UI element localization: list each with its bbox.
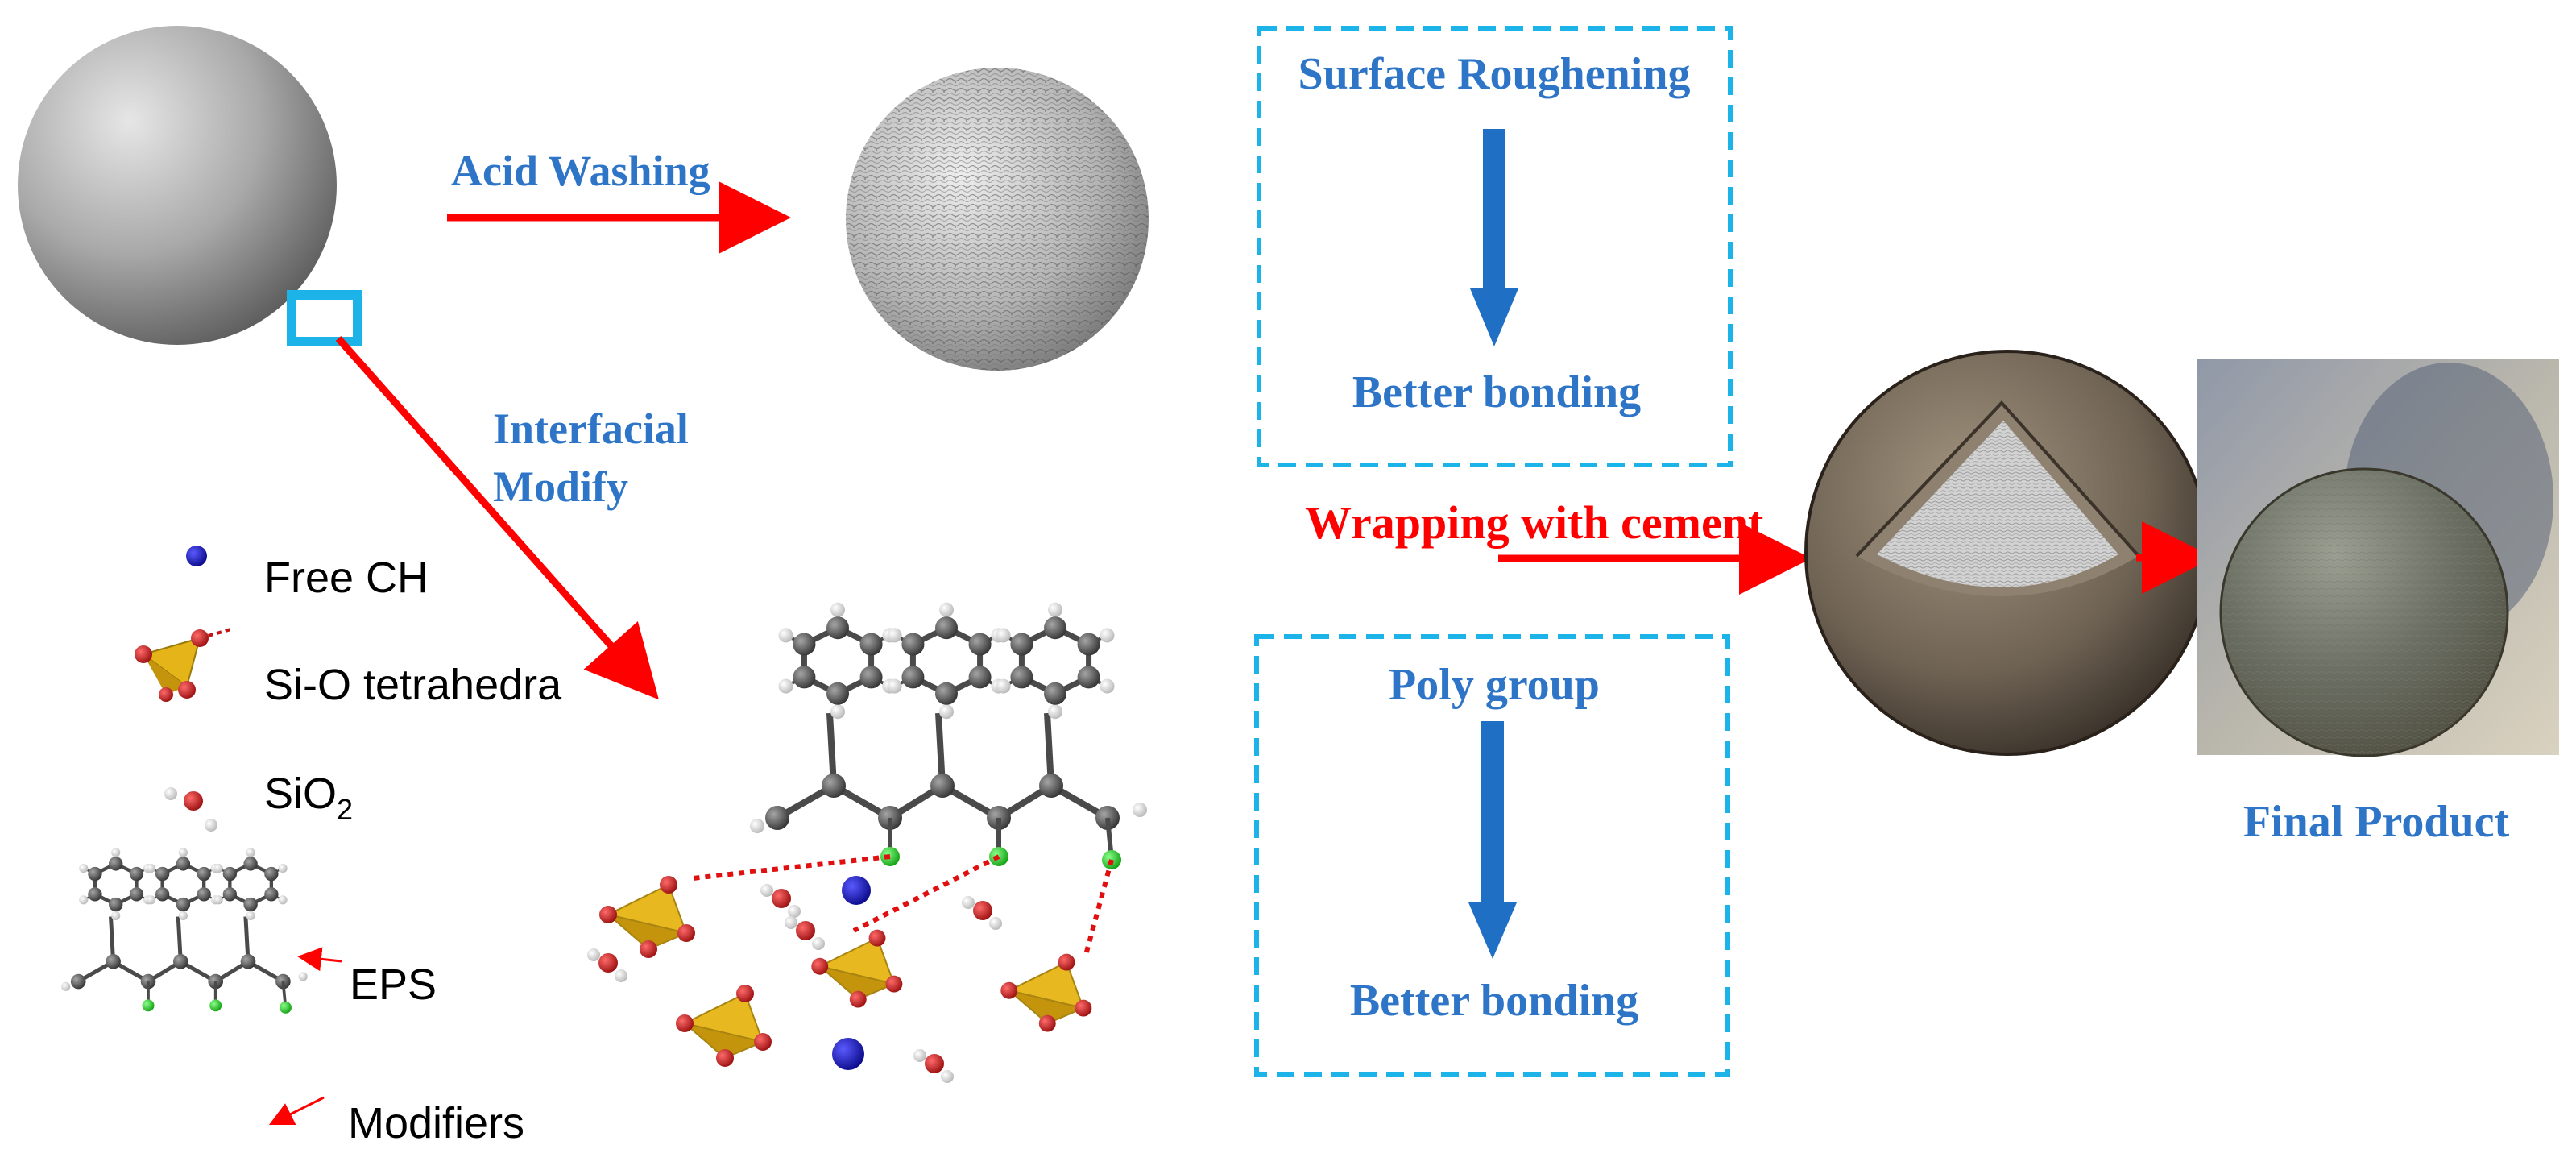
interfacial-modify-label-line2: Modify bbox=[493, 463, 628, 511]
final-product-label: Final Product bbox=[2243, 797, 2510, 847]
cement-wrapped-sphere-cutaway bbox=[1804, 350, 2210, 756]
poly-group-label: Poly group bbox=[1389, 660, 1600, 710]
better-bonding-top-label: Better bonding bbox=[1352, 367, 1641, 417]
down-arrow-bottom bbox=[1468, 721, 1517, 959]
wrapping-with-cement-label: Wrapping with cement bbox=[1305, 496, 1764, 549]
smooth-eps-sphere bbox=[18, 26, 337, 345]
zoom-selection-box bbox=[287, 290, 362, 346]
acid-washing-label: Acid Washing bbox=[451, 147, 710, 195]
legend: Free CH Si-O tetrahedra SiO2 EPS Modifie… bbox=[61, 546, 562, 1147]
si-o-tetrahedra-legend-icon bbox=[135, 627, 234, 702]
final-product-photo bbox=[2197, 359, 2559, 757]
eps-molecule-legend-icon bbox=[61, 848, 308, 1014]
surface-roughening-box: Surface Roughening Better bonding bbox=[1257, 26, 1733, 467]
interfacial-molecular-model bbox=[587, 602, 1147, 1083]
eps-pointer-arrow bbox=[297, 947, 342, 972]
modifiers-legend-label: Modifiers bbox=[348, 1099, 524, 1147]
si-o-tetrahedra-legend-label: Si-O tetrahedra bbox=[264, 661, 562, 709]
eps-legend-label: EPS bbox=[350, 960, 437, 1009]
free-ch-legend-label: Free CH bbox=[264, 554, 429, 602]
roughened-eps-sphere bbox=[846, 68, 1149, 371]
better-bonding-bottom-label: Better bonding bbox=[1350, 976, 1638, 1026]
surface-roughening-label: Surface Roughening bbox=[1298, 49, 1691, 99]
poly-group-box: Poly group Better bonding bbox=[1254, 634, 1730, 1077]
sio2-legend-icon bbox=[164, 787, 217, 832]
interfacial-modify-arrow bbox=[335, 336, 659, 700]
modifiers-pointer-arrow bbox=[268, 1096, 325, 1126]
sio2-legend-label: SiO2 bbox=[264, 770, 353, 826]
down-arrow-top bbox=[1470, 129, 1518, 346]
interfacial-modify-label-line1: Interfacial bbox=[493, 405, 689, 453]
free-ch-legend-icon bbox=[186, 546, 207, 566]
